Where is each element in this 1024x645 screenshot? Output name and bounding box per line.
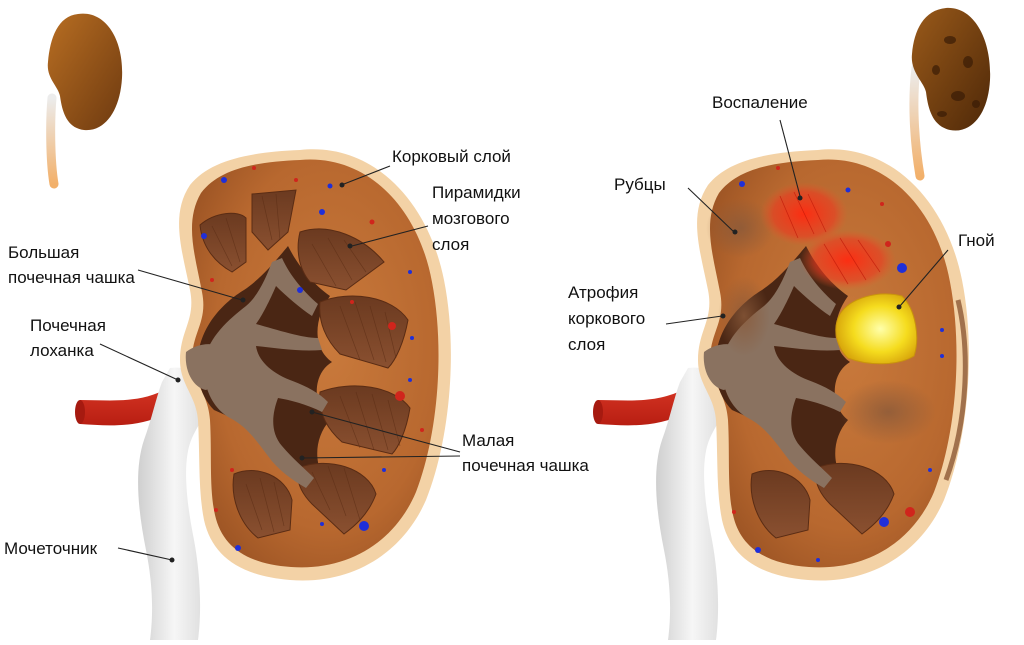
label-pelvis: Почечная лоханка <box>30 316 111 360</box>
label-scars: Рубцы <box>614 175 666 194</box>
atrophy-area <box>718 276 770 356</box>
ureter <box>138 367 211 640</box>
pus-abscess <box>835 293 918 365</box>
label-ureter: Мочеточник <box>4 539 98 558</box>
label-pyramids: Пирамидки мозгового слоя <box>432 183 525 254</box>
healthy-kidney <box>46 13 451 640</box>
vessels-diseased <box>732 166 944 562</box>
label-inflammation: Воспаление <box>712 93 808 112</box>
inflammation-area <box>760 182 848 246</box>
label-major-calyx: Большая почечная чашка <box>8 243 135 287</box>
label-minor-calyx: Малая почечная чашка <box>462 431 589 475</box>
mini-kidney-diseased <box>909 7 991 181</box>
label-cortex: Корковый слой <box>392 147 511 166</box>
renal-artery <box>80 350 212 426</box>
leader-lines <box>99 119 949 563</box>
mini-kidney-healthy <box>46 13 123 189</box>
vessels-healthy <box>201 166 424 551</box>
labels: Корковый слой Пирамидки мозгового слоя Б… <box>4 93 995 558</box>
label-cortex-atrophy: Атрофия коркового слоя <box>568 283 650 354</box>
diseased-kidney <box>593 7 991 640</box>
label-pus: Гной <box>958 231 995 250</box>
scar-area <box>706 198 774 258</box>
